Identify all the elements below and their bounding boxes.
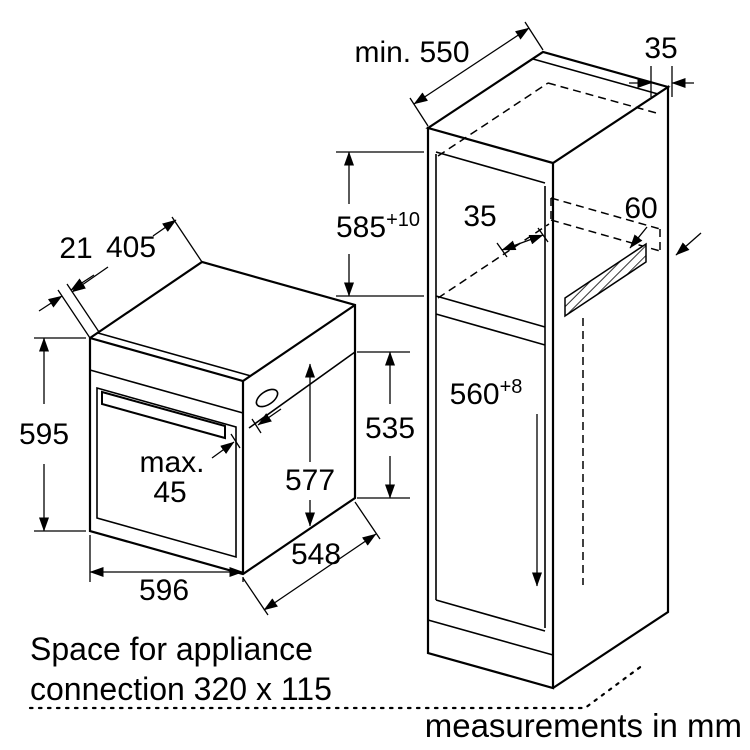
cabinet-drawing [425, 50, 671, 690]
oven-front-details [89, 332, 356, 559]
cabinet-faces [425, 50, 671, 690]
footer-notes: Space for appliance connection 320 x 115… [28, 631, 742, 744]
vent-hatch-strip [564, 242, 647, 318]
oven-side-cutout [255, 388, 279, 408]
dim-label-fascia-depth: 21 [59, 232, 92, 265]
dim-label-handle-max-value: 45 [153, 476, 186, 509]
dim-label-min-depth: min. 550 [354, 36, 469, 69]
dim-arrow-fascia-right [70, 274, 95, 291]
ticks-handle-max [230, 418, 262, 449]
dim-line-top-depth-right [152, 219, 177, 237]
dim-label-vent-gap: 60 [624, 192, 657, 225]
dim-label-oven-width: 596 [139, 574, 189, 607]
dim-label-body-height: 577 [285, 464, 335, 497]
dim-line-top-depth-left [71, 266, 109, 293]
note-units: measurements in mm [425, 707, 742, 744]
dim-line-oven-depth [263, 533, 377, 611]
dim-label-top-depth: 405 [106, 231, 156, 264]
dim-label-oven-depth: 548 [291, 538, 341, 571]
cabinet-interior-lines [427, 58, 659, 656]
dim-label-niche-width: 560+8 [450, 376, 523, 411]
cabinet-dimensions: min. 550 35 585+10 35 60 560+8 [336, 21, 702, 587]
dim-label-rear-top-gap: 35 [644, 32, 677, 65]
side-panel-arrow [675, 232, 702, 256]
ext-lines-min-depth [409, 21, 544, 127]
ext-lines-rear-height [357, 351, 410, 499]
dim-label-rear-recess: 35 [463, 200, 496, 233]
dim-line-min-depth [413, 27, 530, 105]
ext-lines-fascia-depth [57, 283, 100, 339]
dim-arrow-vent-gap [629, 226, 648, 249]
ext-line-top-depth [171, 216, 203, 263]
dim-label-rear-height: 535 [365, 412, 415, 445]
dim-arrow-handle-right [257, 408, 282, 426]
note-connection-line2: connection 320 x 115 [30, 671, 332, 707]
oven-handle [101, 390, 226, 440]
oven-drawing [88, 260, 357, 576]
connection-leader-line [28, 663, 645, 710]
dim-label-oven-height: 595 [19, 418, 69, 451]
dim-line-rear-recess [501, 234, 544, 251]
dim-arrow-fascia-left [38, 295, 63, 312]
dim-arrow-handle-left [211, 441, 235, 459]
oven-dimensions: 595 21 405 max. 45 577 535 596 548 [19, 216, 415, 616]
dim-label-handle-max: max. [139, 446, 204, 479]
cabinet-hidden-lines [437, 82, 661, 585]
dim-label-niche-height: 585+10 [336, 209, 420, 244]
note-connection-line1: Space for appliance [30, 631, 313, 667]
